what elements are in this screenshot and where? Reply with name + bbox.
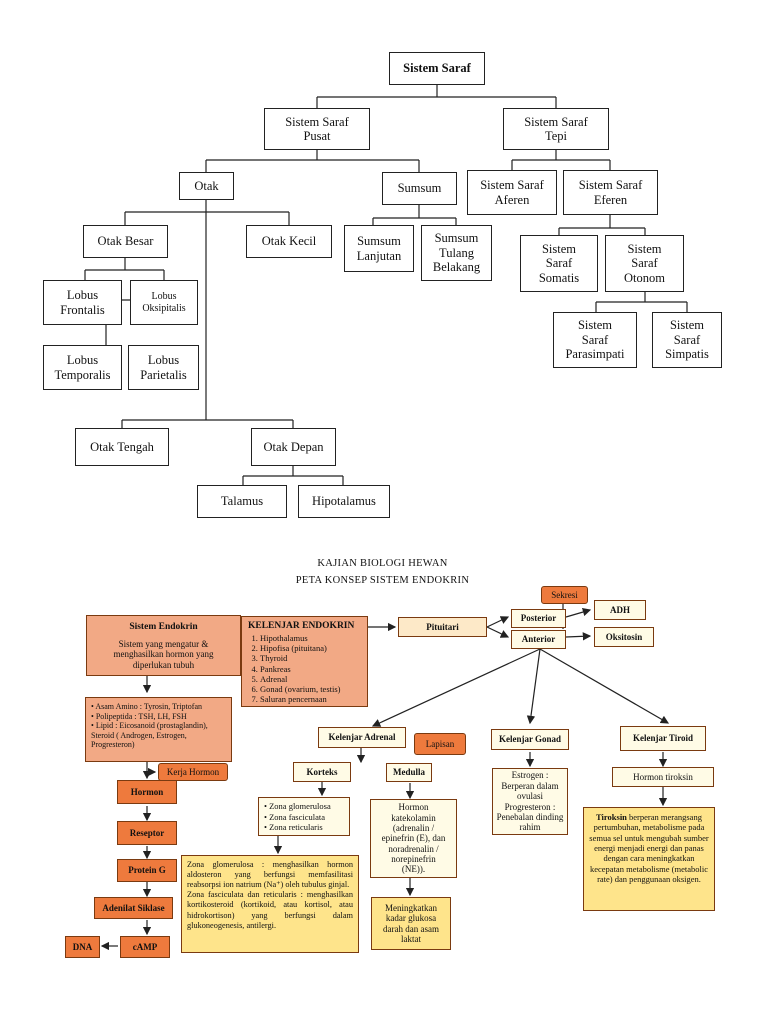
jenis-line: • Lipid : Eicosanoid (prostaglandin), St… bbox=[91, 721, 208, 750]
node-hormon-katekolamin: Hormon katekolamin (adrenalin / epinefri… bbox=[370, 799, 457, 878]
node-kelenjar-tiroid: Kelenjar Tiroid bbox=[620, 726, 706, 751]
jenis-line: • Polipeptida : TSH, LH, FSH bbox=[91, 711, 187, 721]
node-adenilat-siklase: Adenilat Siklase bbox=[94, 897, 173, 919]
node-lobus-parietalis: Lobus Parietalis bbox=[128, 345, 199, 390]
node-kelenjar-adrenal: Kelenjar Adrenal bbox=[318, 727, 406, 748]
zona-item-text: Zona fasciculata bbox=[269, 811, 326, 822]
zona-item: • Zona fasciculata bbox=[264, 811, 326, 822]
node-protein-g: Protein G bbox=[117, 859, 177, 882]
kelenjar-endokrin-list: Hipothalamus Hipofisa (pituitana) Thyroi… bbox=[248, 633, 341, 704]
node-zona-list: • Zona glomerulosa • Zona fasciculata • … bbox=[258, 797, 350, 836]
node-otak-tengah: Otak Tengah bbox=[75, 428, 169, 466]
tiroksin-bold: Tiroksin bbox=[596, 812, 627, 822]
kelenjar-item: Hipothalamus bbox=[260, 633, 341, 643]
node-lobus-frontalis: Lobus Frontalis bbox=[43, 280, 122, 325]
node-saraf-otonom: Sistem Saraf Otonom bbox=[605, 235, 684, 292]
jenis-line: • Asam Amino : Tyrosin, Triptofan bbox=[91, 702, 202, 711]
node-otak-depan: Otak Depan bbox=[251, 428, 336, 466]
node-hormon: Hormon bbox=[117, 780, 177, 804]
kelenjar-item: Hipofisa (pituitana) bbox=[260, 643, 341, 653]
node-oksitosin: Oksitosin bbox=[594, 627, 654, 647]
sistem-endokrin-title: Sistem Endokrin bbox=[129, 622, 198, 632]
node-saraf-simpatis: Sistem Saraf Simpatis bbox=[652, 312, 722, 368]
node-jenis-hormon: • Asam Amino : Tyrosin, Triptofan • Poli… bbox=[85, 697, 232, 762]
node-lobus-oksipitalis: Lobus Oksipitalis bbox=[130, 280, 198, 325]
node-sistem-saraf-tepi: Sistem Saraf Tepi bbox=[503, 108, 609, 150]
zona-item-text: Zona reticularis bbox=[269, 822, 323, 833]
node-reseptor: Reseptor bbox=[117, 821, 177, 845]
node-tiroksin-desc: Tiroksin berperan merangsang pertumbuhan… bbox=[583, 807, 715, 911]
node-sistem-endokrin: Sistem Endokrin Sistem yang mengatur & m… bbox=[86, 615, 241, 676]
node-hormon-tiroksin: Hormon tiroksin bbox=[612, 767, 714, 787]
node-anterior: Anterior bbox=[511, 630, 566, 649]
node-posterior: Posterior bbox=[511, 609, 566, 628]
sistem-endokrin-desc: Sistem yang mengatur & menghasilkan horm… bbox=[113, 638, 214, 670]
node-saraf-parasimpati: Sistem Saraf Parasimpati bbox=[553, 312, 637, 368]
heading-peta-konsep: PETA KONSEP SISTEM ENDOKRIN bbox=[295, 575, 470, 586]
node-medulla: Medulla bbox=[386, 763, 432, 782]
kelenjar-item: Adrenal bbox=[260, 674, 341, 684]
kelenjar-item: Saluran pencernaan bbox=[260, 694, 341, 704]
node-pituitari: Pituitari bbox=[398, 617, 487, 637]
node-kelenjar-endokrin: KELENJAR ENDOKRIN Hipothalamus Hipofisa … bbox=[241, 616, 368, 707]
node-sumsum-tulang-belakang: Sumsum Tulang Belakang bbox=[421, 225, 492, 281]
node-adh: ADH bbox=[594, 600, 646, 620]
jenis-line-text: Asam Amino : Tyrosin, Triptofan bbox=[95, 702, 202, 711]
kelenjar-item: Pankreas bbox=[260, 664, 341, 674]
tiroksin-desc-text: berperan merangsang pertumbuhan, metabol… bbox=[589, 812, 709, 885]
node-korteks: Korteks bbox=[293, 762, 351, 782]
kelenjar-endokrin-title: KELENJAR ENDOKRIN bbox=[248, 621, 355, 631]
node-talamus: Talamus bbox=[197, 485, 287, 518]
node-saraf-aferen: Sistem Saraf Aferen bbox=[467, 170, 557, 215]
node-lobus-temporalis: Lobus Temporalis bbox=[43, 345, 122, 390]
node-otak-besar: Otak Besar bbox=[83, 225, 168, 258]
zona-item: • Zona glomerulosa bbox=[264, 801, 331, 811]
node-sistem-saraf: Sistem Saraf bbox=[389, 52, 485, 85]
node-camp: cAMP bbox=[120, 936, 170, 958]
node-sistem-saraf-pusat: Sistem Saraf Pusat bbox=[264, 108, 370, 150]
jenis-line-text: Lipid : Eicosanoid (prostaglandin), Ster… bbox=[91, 721, 208, 750]
node-otak-kecil: Otak Kecil bbox=[246, 225, 332, 258]
kelenjar-item: Gonad (ovarium, testis) bbox=[260, 684, 341, 694]
kelenjar-item: Thyroid bbox=[260, 653, 341, 663]
badge-kerja-hormon: Kerja Hormon bbox=[158, 763, 228, 781]
badge-sekresi: Sekresi bbox=[541, 586, 588, 604]
zona-item-text: Zona glomerulosa bbox=[269, 801, 331, 811]
node-meningkatkan-glukosa: Meningkatkan kadar glukosa darah dan asa… bbox=[371, 897, 451, 950]
node-dna: DNA bbox=[65, 936, 100, 958]
node-sumsum-lanjutan: Sumsum Lanjutan bbox=[344, 225, 414, 272]
badge-lapisan: Lapisan bbox=[414, 733, 466, 755]
heading-kajian-biologi: KAJIAN BIOLOGI HEWAN bbox=[317, 558, 448, 569]
node-kelenjar-gonad: Kelenjar Gonad bbox=[491, 729, 569, 750]
node-estrogen-progesteron: Estrogen : Berperan dalam ovulasi Progre… bbox=[492, 768, 568, 835]
node-zona-desc: Zona glomerulosa : menghasilkan hormon a… bbox=[181, 855, 359, 953]
node-saraf-somatis: Sistem Saraf Somatis bbox=[520, 235, 598, 292]
node-saraf-eferen: Sistem Saraf Eferen bbox=[563, 170, 658, 215]
node-otak: Otak bbox=[179, 172, 234, 200]
node-sumsum: Sumsum bbox=[382, 172, 457, 205]
zona-item: • Zona reticularis bbox=[264, 822, 323, 833]
jenis-line-text: Polipeptida : TSH, LH, FSH bbox=[95, 711, 187, 721]
node-hipotalamus: Hipotalamus bbox=[298, 485, 390, 518]
